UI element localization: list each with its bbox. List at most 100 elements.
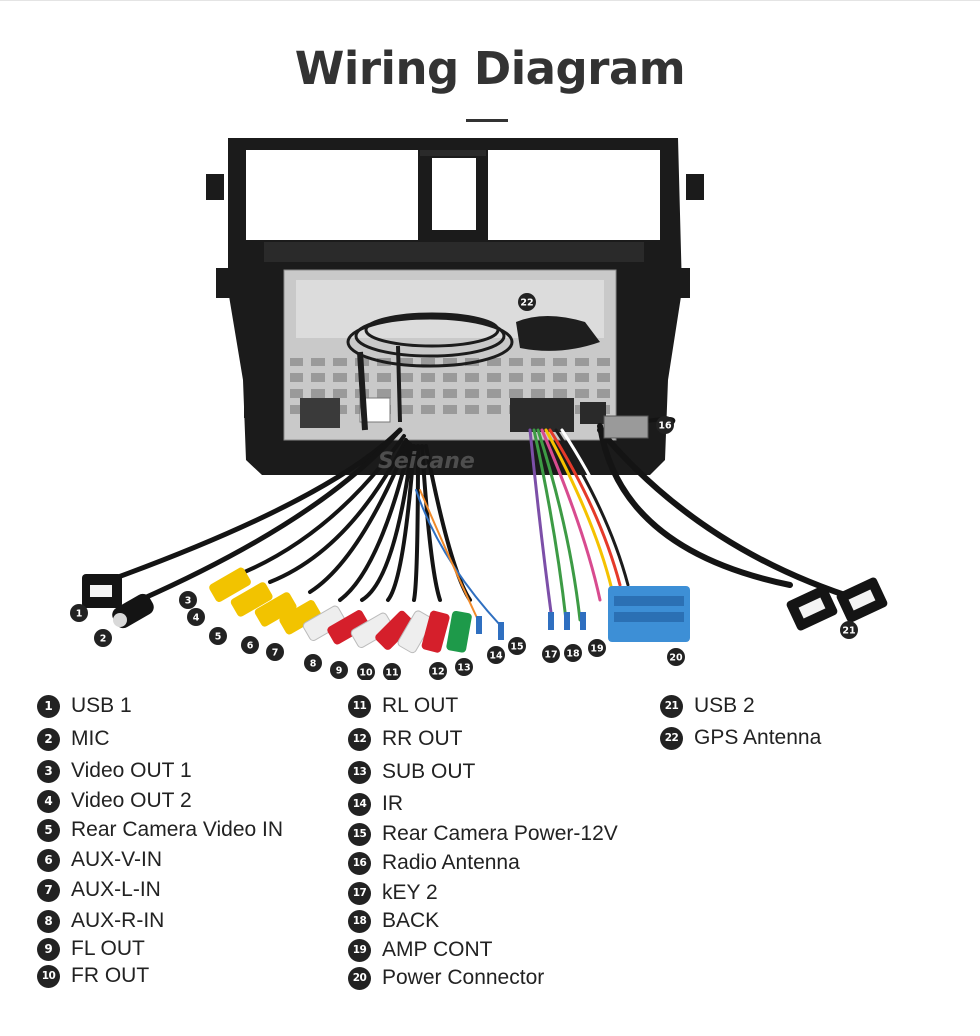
legend-label: RL OUT: [382, 694, 459, 717]
callout-22: 22: [518, 293, 536, 311]
legend-number-badge: 7: [37, 878, 60, 902]
radio-antenna-plug: [603, 415, 649, 439]
legend-number-badge: 6: [37, 848, 60, 872]
svg-text:19: 19: [590, 644, 603, 655]
svg-text:8: 8: [310, 659, 317, 670]
legend-label: SUB OUT: [382, 760, 476, 783]
legend-item-20: 20 Power Connector: [348, 964, 544, 992]
legend-item-2: 2 MIC: [37, 725, 110, 753]
legend-number-badge: 17: [348, 881, 371, 905]
top-divider: [0, 0, 980, 1]
callout-14: 14: [487, 646, 505, 664]
svg-text:20: 20: [669, 653, 683, 664]
legend-label: Video OUT 2: [71, 789, 192, 812]
legend-number-badge: 8: [37, 909, 60, 933]
legend-number-badge: 4: [37, 789, 60, 813]
svg-text:18: 18: [566, 649, 580, 660]
legend-label: AUX-V-IN: [71, 848, 163, 871]
legend-number-badge: 13: [348, 760, 371, 784]
page-title: Wiring Diagram: [294, 42, 686, 95]
callout-11: 11: [383, 663, 401, 680]
svg-text:4: 4: [193, 613, 200, 624]
legend-number-badge: 18: [348, 909, 371, 933]
legend-number-badge: 20: [348, 966, 371, 990]
callout-19: 19: [588, 639, 606, 657]
svg-text:14: 14: [489, 651, 503, 662]
legend-item-17: 17 kEY 2: [348, 879, 438, 907]
legend-item-4: 4 Video OUT 2: [37, 787, 192, 815]
power-connector: [608, 586, 690, 642]
svg-text:15: 15: [510, 642, 523, 653]
legend-number-badge: 16: [348, 851, 371, 875]
legend-number-badge: 19: [348, 938, 371, 962]
rca-plugs: [209, 567, 472, 654]
svg-text:17: 17: [544, 650, 557, 661]
legend-item-10: 10 FR OUT: [37, 962, 149, 990]
legend-number-badge: 9: [37, 937, 60, 961]
callout-9: 9: [330, 661, 348, 679]
svg-text:3: 3: [185, 596, 192, 607]
usb-2-connector: [786, 577, 888, 631]
legend-label: IR: [382, 792, 403, 815]
legend-item-1: 1 USB 1: [37, 692, 132, 720]
svg-text:6: 6: [247, 641, 254, 652]
svg-text:1: 1: [76, 609, 83, 620]
svg-text:13: 13: [457, 663, 470, 674]
legend-number-badge: 10: [37, 964, 60, 988]
callout-10: 10: [357, 663, 375, 680]
callout-3: 3: [179, 591, 197, 609]
legend-number-badge: 22: [660, 726, 683, 750]
svg-text:22: 22: [520, 298, 533, 309]
legend-label: Rear Camera Power-12V: [382, 822, 618, 845]
legend-label: Power Connector: [382, 966, 545, 989]
legend-item-14: 14 IR: [348, 790, 403, 818]
svg-text:12: 12: [431, 667, 444, 678]
svg-text:21: 21: [842, 626, 855, 637]
legend-item-15: 15 Rear Camera Power-12V: [348, 820, 618, 848]
legend-label: FR OUT: [71, 964, 150, 987]
callout-6: 6: [241, 636, 259, 654]
callout-17: 17: [542, 645, 560, 663]
legend-number-badge: 14: [348, 792, 371, 816]
legend-label: Rear Camera Video IN: [71, 818, 284, 841]
callout-13: 13: [455, 658, 473, 676]
legend-label: MIC: [71, 727, 110, 750]
legend-number-badge: 12: [348, 727, 371, 751]
callout-7: 7: [266, 643, 284, 661]
svg-text:16: 16: [658, 421, 672, 432]
callout-1: 1: [70, 604, 88, 622]
diagram-svg: Seicane 12345678910111213141516171819202…: [70, 138, 888, 680]
legend-number-badge: 15: [348, 822, 371, 846]
svg-text:2: 2: [100, 634, 107, 645]
wire-tips: [476, 612, 586, 640]
legend-label: AMP CONT: [382, 938, 493, 961]
svg-text:10: 10: [359, 668, 373, 679]
legend-label: kEY 2: [382, 881, 438, 904]
callout-20: 20: [667, 648, 685, 666]
callout-2: 2: [94, 629, 112, 647]
callout-15: 15: [508, 637, 526, 655]
legend-item-12: 12 RR OUT: [348, 725, 463, 753]
legend-number-badge: 1: [37, 694, 60, 718]
legend-label: RR OUT: [382, 727, 463, 750]
callout-18: 18: [564, 644, 582, 662]
legend-number-badge: 3: [37, 759, 60, 783]
callout-16: 16: [656, 416, 674, 434]
callout-4: 4: [187, 608, 205, 626]
legend-number-badge: 2: [37, 727, 60, 751]
legend-label: USB 1: [71, 694, 132, 717]
svg-text:11: 11: [385, 668, 398, 679]
callout-5: 5: [209, 627, 227, 645]
legend-item-6: 6 AUX-V-IN: [37, 846, 162, 874]
cable-bundles: [107, 416, 863, 626]
